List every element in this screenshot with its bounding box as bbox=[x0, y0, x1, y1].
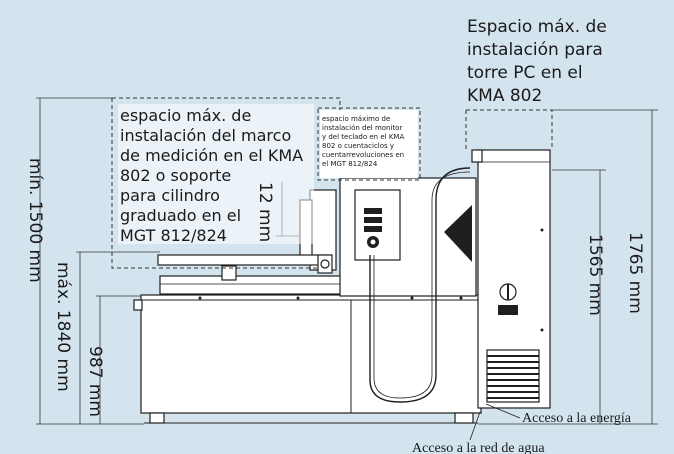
offset-label: 12 mm bbox=[255, 182, 275, 242]
right-cabinet bbox=[471, 149, 551, 409]
frame-line-2: instalación del marco bbox=[120, 126, 291, 145]
main-housing bbox=[339, 167, 477, 403]
machine-base bbox=[133, 294, 482, 424]
frame-note: espacio máx. de instalación del marco de… bbox=[118, 104, 314, 245]
pc-tower-note: Espacio máx. de instalación para torre P… bbox=[467, 17, 607, 106]
pc-tower-line-4: KMA 802 bbox=[467, 86, 542, 106]
monitor-line-4: 802 o cuentaciclos y bbox=[322, 142, 394, 150]
frame-line-7: MGT 812/824 bbox=[120, 226, 227, 245]
min-height-label: mín. 1500 mm bbox=[25, 158, 45, 283]
monitor-line-1: espacio máximo de bbox=[322, 115, 390, 123]
height-1565-label: 1565 mm bbox=[585, 234, 605, 316]
monitor-line-3: y del teclado en el KMA bbox=[322, 133, 404, 141]
frame-line-4: 802 o soporte bbox=[120, 166, 231, 185]
water-access-label: Acceso a la red de agua bbox=[412, 441, 545, 454]
pc-tower-line-3: torre PC en el bbox=[467, 63, 583, 83]
frame-line-3: de medición en el KMA bbox=[120, 146, 303, 165]
frame-line-1: espacio máx. de bbox=[120, 106, 251, 125]
monitor-line-5: cuentarrevoluciones en bbox=[322, 151, 404, 159]
max-height-label: máx. 1840 mm bbox=[53, 262, 73, 392]
monitor-line-6: el MGT 812/824 bbox=[322, 160, 378, 168]
frame-line-6: graduado en el bbox=[120, 206, 241, 225]
monitor-note: espacio máximo de instalación del monito… bbox=[320, 110, 418, 178]
pc-tower-line-1: Espacio máx. de bbox=[467, 17, 607, 37]
frame-line-5: para cilindro bbox=[120, 186, 220, 205]
pc-tower-line-2: instalación para bbox=[467, 40, 603, 60]
table-height-label: 987 mm bbox=[85, 346, 105, 417]
energy-access-label: Acceso a la energía bbox=[522, 411, 632, 426]
measuring-frame bbox=[157, 189, 337, 274]
height-1765-label: 1765 mm bbox=[625, 232, 645, 314]
monitor-line-2: instalación del monitor bbox=[322, 124, 402, 132]
access-leaders bbox=[469, 403, 521, 441]
